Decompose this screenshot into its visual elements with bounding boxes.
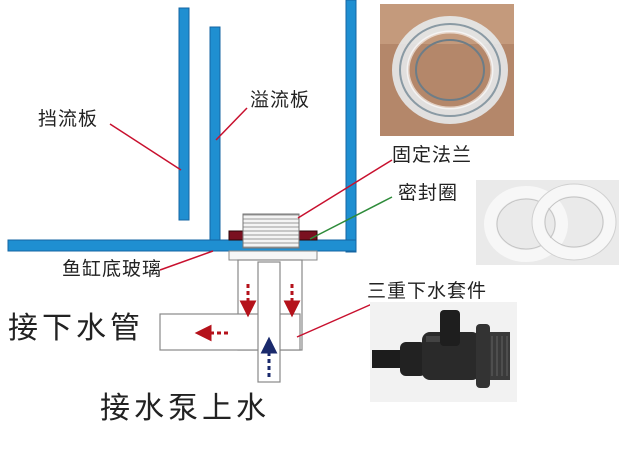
pipe-assembly	[159, 259, 303, 383]
label-to-pump-return: 接水泵上水	[100, 391, 270, 426]
leader-triple-drain	[296, 303, 373, 338]
leader-tank-bottom	[159, 250, 214, 271]
tank-bottom-glass	[7, 239, 357, 252]
drain-flow-arrows	[194, 284, 301, 342]
bulkhead-thread	[242, 213, 300, 249]
label-seal-ring: 密封圈	[398, 182, 459, 204]
label-to-drain-pipe: 接下水管	[8, 311, 144, 346]
leader-overflow-plate	[215, 107, 248, 141]
baffle-plate	[178, 7, 190, 221]
label-overflow-plate: 溢流板	[250, 89, 311, 111]
leader-fixing-flange	[297, 159, 393, 219]
label-baffle: 挡流板	[38, 108, 99, 130]
seal-plate	[228, 250, 318, 261]
pump-flow-arrow	[260, 336, 278, 378]
tank-right-wall	[345, 0, 357, 253]
leader-seal-ring	[309, 196, 393, 240]
photo-triple-drain-kit	[370, 302, 517, 402]
leader-baffle	[109, 123, 182, 171]
label-tank-bottom-glass: 鱼缸底玻璃	[62, 258, 163, 280]
label-fixing-flange: 固定法兰	[392, 144, 473, 166]
photo-fixing-flange	[380, 4, 514, 136]
label-triple-drain-kit: 三重下水套件	[367, 280, 488, 302]
overflow-plate	[209, 26, 221, 244]
photo-seal-rings	[476, 180, 619, 265]
